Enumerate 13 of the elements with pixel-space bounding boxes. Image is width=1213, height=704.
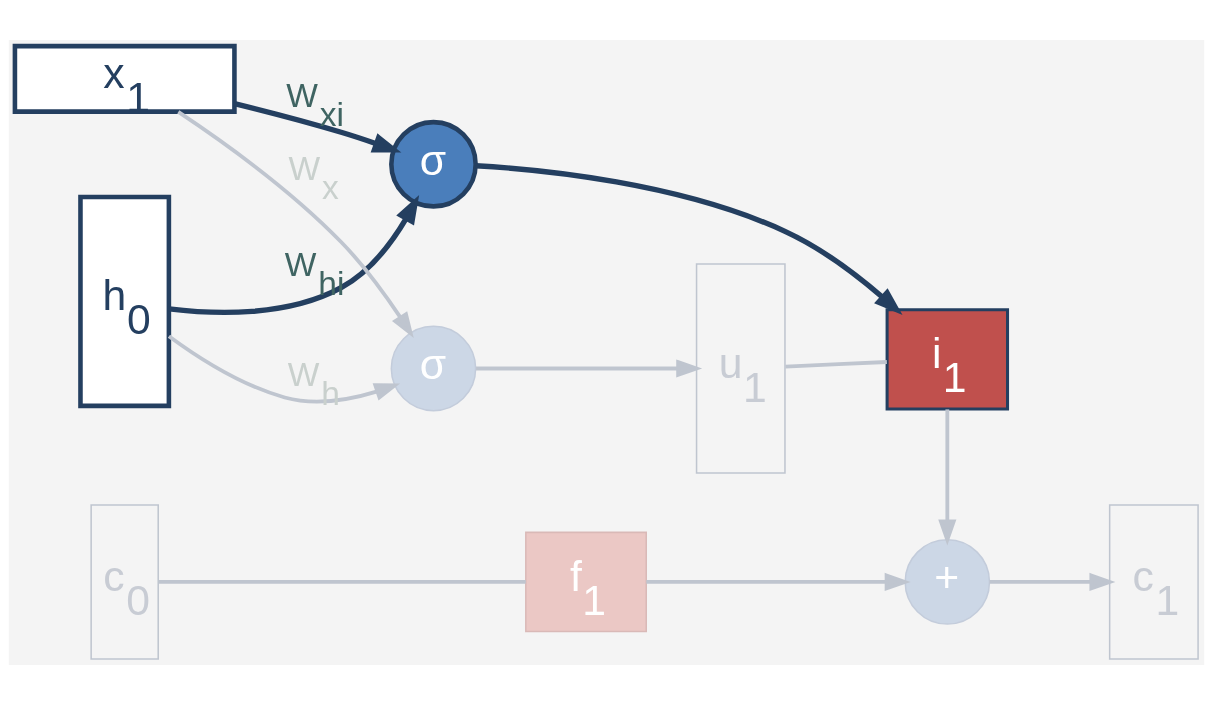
arrow [233,100,402,153]
node-circle: σ [389,119,478,209]
arrow [475,162,903,315]
arrow [938,408,957,546]
arrow [646,572,911,591]
arrow [177,109,414,338]
arrow [989,572,1116,591]
node-circle: + [904,538,991,625]
arrow [167,334,401,403]
connector [158,579,526,584]
arrow [168,194,420,315]
arrow [476,358,703,378]
connector [785,359,887,368]
